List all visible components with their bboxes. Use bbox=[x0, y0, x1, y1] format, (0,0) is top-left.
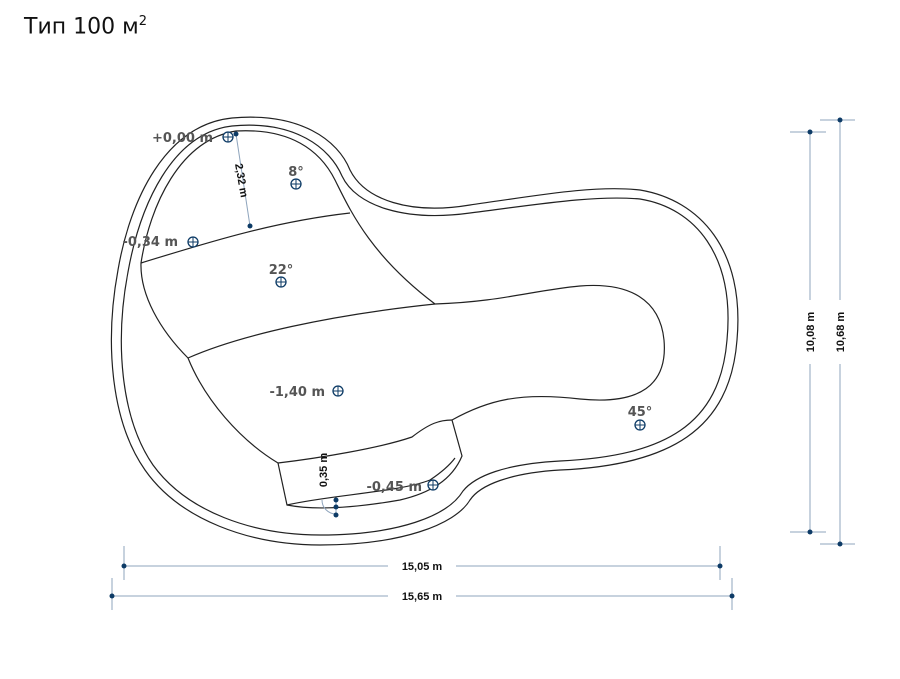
inner-height-label: 10,08 m bbox=[805, 312, 817, 353]
width-dimensions: 15,05 m 15,65 m bbox=[109, 546, 735, 610]
shallow-length-dimension: 2,32 m bbox=[232, 131, 253, 229]
page-title: Тип 100 м2 bbox=[24, 14, 147, 40]
slope-marker: 8° bbox=[288, 165, 304, 190]
bench-line bbox=[277, 419, 453, 464]
middle-coping-outline bbox=[120, 124, 729, 536]
slope-label: 45° bbox=[628, 405, 653, 420]
depth-label: -1,40 m bbox=[269, 385, 325, 400]
slope-marker: 45° bbox=[628, 405, 653, 431]
inner-width-label: 15,05 m bbox=[402, 561, 443, 573]
outer-coping-outline bbox=[110, 116, 739, 546]
outer-width-label: 15,65 m bbox=[402, 591, 443, 603]
inner-pool-outline bbox=[140, 130, 665, 509]
step-depth-label: 0,35 m bbox=[318, 453, 330, 487]
slope-zone-line bbox=[187, 303, 436, 359]
slope-marker: 22° bbox=[269, 263, 294, 288]
depth-label: -0,34 m bbox=[122, 235, 178, 250]
height-dimensions: 10,08 m 10,68 m bbox=[790, 117, 855, 547]
slope-label: 22° bbox=[269, 263, 294, 278]
depth-marker: -0,45 m bbox=[366, 479, 439, 495]
depth-marker: -0,34 m bbox=[122, 235, 199, 250]
outer-height-label: 10,68 m bbox=[835, 312, 847, 353]
depth-label: -0,45 m bbox=[366, 480, 422, 495]
slope-label: 8° bbox=[288, 165, 304, 180]
depth-label: +0,00 m bbox=[152, 131, 213, 146]
step-inner-line bbox=[286, 457, 456, 506]
shallow-length-label: 2,32 m bbox=[232, 163, 250, 199]
shallow-zone-line bbox=[140, 212, 351, 264]
depth-marker: +0,00 m bbox=[152, 131, 234, 146]
step-depth-dimension: 0,35 m bbox=[318, 453, 339, 518]
depth-marker: -1,40 m bbox=[269, 385, 344, 400]
pool-outline bbox=[110, 116, 739, 546]
